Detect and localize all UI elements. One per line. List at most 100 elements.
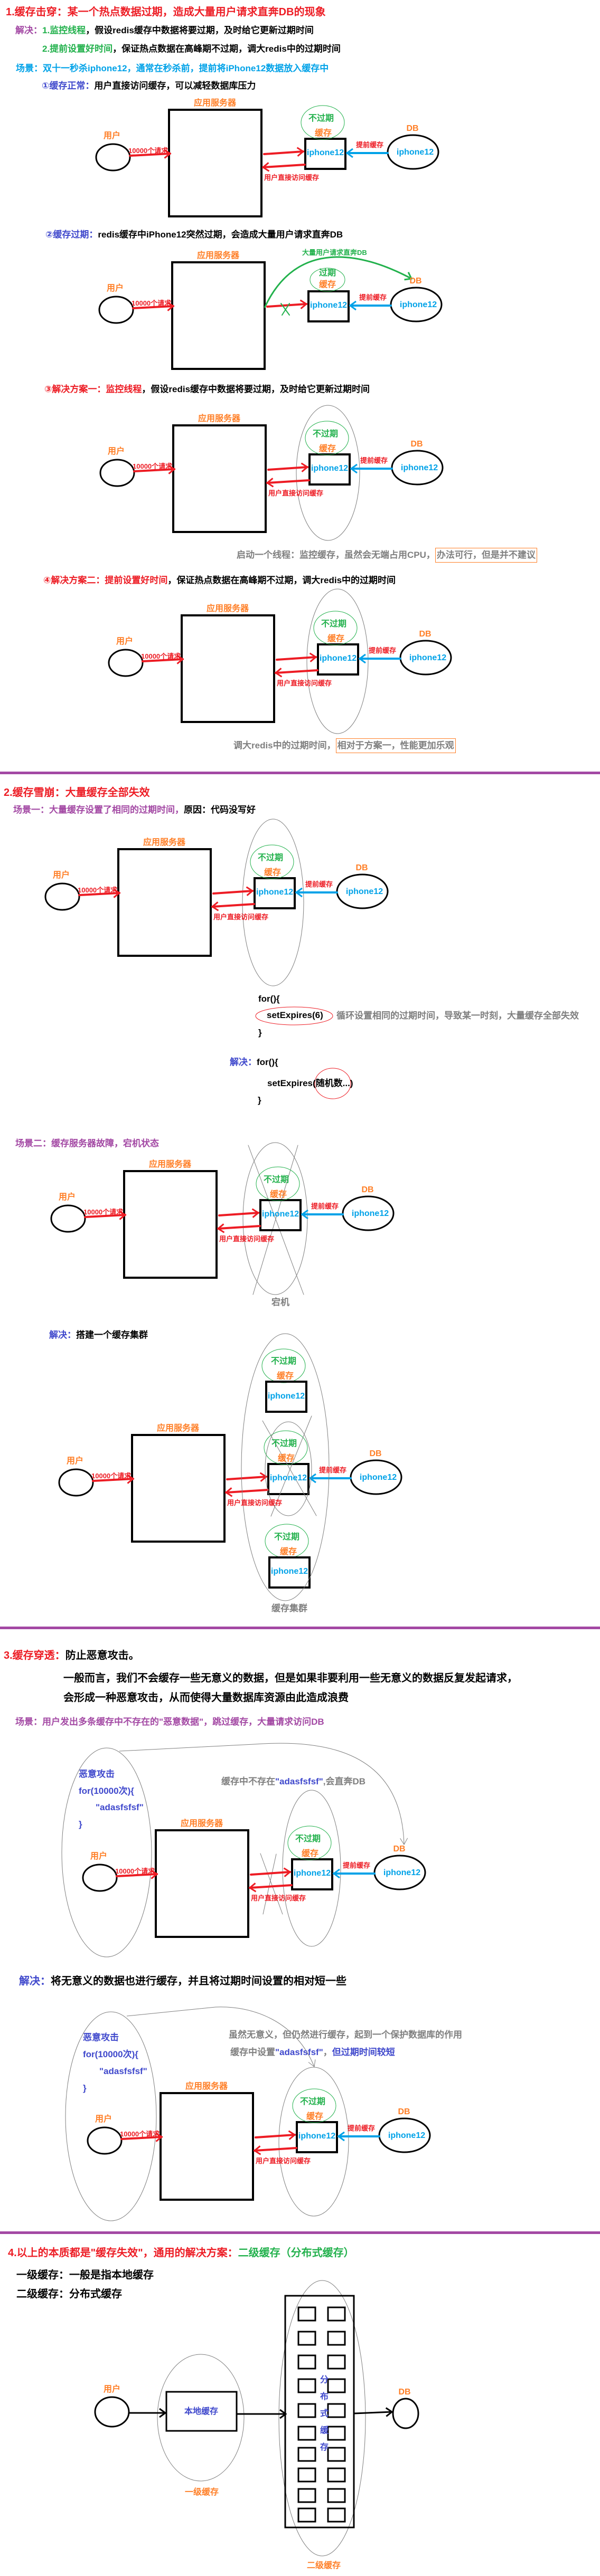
request-arrow: [132, 301, 175, 311]
section3-title-text: 防止恶意攻击。: [65, 1650, 139, 1661]
cache-node: [327, 2447, 346, 2462]
request-count-label: 10000个请求: [132, 299, 172, 308]
preload-label: 提前缓存: [343, 1861, 371, 1870]
level2-cache-definition: 二级缓存：分布式缓存: [16, 2288, 122, 2300]
section4-title: 4.以上的本质都是"缓存失效"，通用的解决方案：二级缓存（分布式缓存）: [8, 2247, 354, 2259]
cache-label: 缓存: [314, 129, 332, 138]
cache-request-arrow: [267, 462, 309, 472]
level2-cache-label: 二级缓存: [306, 2561, 341, 2570]
app-server-box: [172, 424, 267, 533]
response-label: 用户直接访问缓存: [251, 1894, 306, 1903]
db-item-label: iphone12: [388, 2131, 426, 2141]
cache-item-label: iphone12: [293, 1869, 331, 1878]
cache-node: [297, 2488, 316, 2503]
request-count-label: 10000个请求: [128, 147, 168, 155]
level1-cache-boundary: [157, 2354, 245, 2482]
attack-code-payload: "adasfsfsf": [99, 2066, 147, 2076]
request-arrow: [92, 1474, 135, 1484]
app-server-label: 应用服务器: [143, 838, 186, 848]
cache-status-circle: [287, 1826, 332, 1860]
user-label: 用户: [95, 2115, 112, 2124]
cross-out-line: [262, 1853, 277, 1915]
cache-item-label: iphone12: [267, 1392, 305, 1401]
distributed-cache-label: 分布式缓存: [320, 2375, 329, 2452]
cache-request-arrow: [255, 2130, 296, 2140]
cross-out-line: [248, 1145, 304, 1295]
cache-node: [327, 2331, 346, 2346]
cache-layer-boundary: [278, 2067, 349, 2217]
cache-status-circle: [256, 1166, 300, 1201]
scene-text: 场景：双十一秒杀iphone12，通常在秒杀前，提前将iPhone12数据放入缓…: [16, 63, 329, 73]
step4-note-boxed: 相对于方案一，性能更加乐观: [335, 738, 456, 754]
user-node: [99, 459, 135, 487]
step1-label: ①缓存正常：: [42, 81, 95, 91]
response-label: 用户直接访问缓存: [256, 2157, 311, 2165]
solution-2-text: ，保证热点数据在高峰期不过期，调大redis中的过期时间: [112, 44, 341, 54]
request-count-label: 10000个请求: [91, 1472, 132, 1480]
step4-note: 调大redis中的过期时间，相对于方案一，性能更加乐观: [233, 738, 456, 754]
response-label: 用户直接访问缓存: [227, 1499, 283, 1507]
db-label: DB: [393, 1845, 406, 1854]
section-divider: [0, 1627, 600, 1629]
cache-node: [327, 2378, 346, 2393]
cache-miss-note: 缓存中不存在"adasfsfsf",会直奔DB: [221, 1776, 365, 1787]
solution-label: 解决：: [15, 25, 42, 35]
db-label: DB: [398, 2107, 410, 2117]
request-count-label: 10000个请求: [141, 652, 181, 661]
db-label: DB: [398, 2388, 411, 2397]
attack-code-title: 恶意攻击: [83, 2032, 119, 2042]
blocked-mark-line: [282, 303, 290, 316]
scene1-label: 场景一：大量缓存设置了相同的过期时间，: [13, 805, 184, 815]
attack-to-cache-curve: [126, 2007, 316, 2067]
preload-label: 提前缓存: [369, 647, 397, 655]
cache-item-label: iphone12: [311, 464, 349, 473]
user-node: [108, 649, 144, 677]
section3-desc-line: 一般而言，我们不会缓存一些无意义的数据，但是如果非要利用一些无意义的数据反复发起…: [63, 1672, 518, 1684]
code-fix-call-prefix: setExpires(: [267, 1078, 316, 1088]
response-label: 用户直接访问缓存: [264, 174, 320, 182]
user-label: 用户: [58, 1193, 76, 1202]
attack-to-db-curve: [119, 1743, 408, 1845]
cache-request-arrow: [212, 886, 254, 896]
cache-node: [297, 2426, 316, 2441]
cache-item-label: iphone12: [269, 1474, 307, 1483]
cache-item-label: iphone12: [306, 148, 344, 158]
db-item-label: iphone12: [409, 653, 447, 663]
request-arrow: [133, 464, 176, 474]
code-fix-loop-close: }: [258, 1095, 261, 1105]
section3-solution: 解决：将无意义的数据也进行缓存，并且将过期时间设置的相对短一些: [19, 1975, 346, 1988]
section1-title: 1.缓存击穿：某一个热点数据过期，造成大量用户请求直奔DB的现象: [6, 6, 326, 18]
app-server-box: [171, 261, 266, 370]
cross-out-line: [260, 1853, 283, 1915]
request-arrow: [84, 1210, 127, 1220]
request-arrow: [116, 1869, 158, 1879]
request-count-label: 10000个请求: [115, 1867, 155, 1876]
fix-note-2-a: 缓存中设置: [230, 2047, 275, 2057]
preload-label: 提前缓存: [356, 141, 384, 149]
step3-line: ③解决方案一：监控线程，假设redis缓存中数据将要过期，及时给它更新过期时间: [44, 384, 370, 395]
cross-out-line: [270, 1415, 312, 1517]
response-label: 用户直接访问缓存: [268, 489, 324, 498]
fix-note-2: 缓存中设置"adasfsfsf"，但过期时间较短: [230, 2047, 395, 2058]
cache-label: 缓存: [279, 1547, 297, 1557]
cache-status-circle: [250, 844, 294, 879]
cache-node: [327, 2488, 346, 2503]
cache-node: [297, 2447, 316, 2462]
user-label: 用户: [107, 447, 125, 457]
section3-scene: 场景：用户发出多条缓存中不存在的"恶意数据"，跳过缓存，大量请求访问DB: [15, 1717, 324, 1727]
user-label: 用户: [66, 1457, 84, 1466]
cache-node: [327, 2306, 346, 2322]
request-count-label: 10000个请求: [83, 1208, 124, 1216]
app-server-label: 应用服务器: [196, 251, 240, 261]
app-server-box: [131, 1434, 226, 1543]
step2-text: redis缓存中iPhone12突然过期，会造成大量用户请求直奔DB: [98, 230, 343, 240]
cache-box: [296, 2121, 338, 2153]
app-server-label: 应用服务器: [193, 99, 237, 108]
cache-box: [308, 453, 351, 486]
app-server-box: [123, 1170, 218, 1279]
db-label: DB: [355, 863, 368, 873]
attack-code-payload: "adasfsfsf": [96, 1802, 144, 1812]
step3-label: ③解决方案一：: [44, 384, 106, 394]
cache-node: [297, 2378, 316, 2393]
cache-status-label: 过期: [318, 269, 336, 278]
